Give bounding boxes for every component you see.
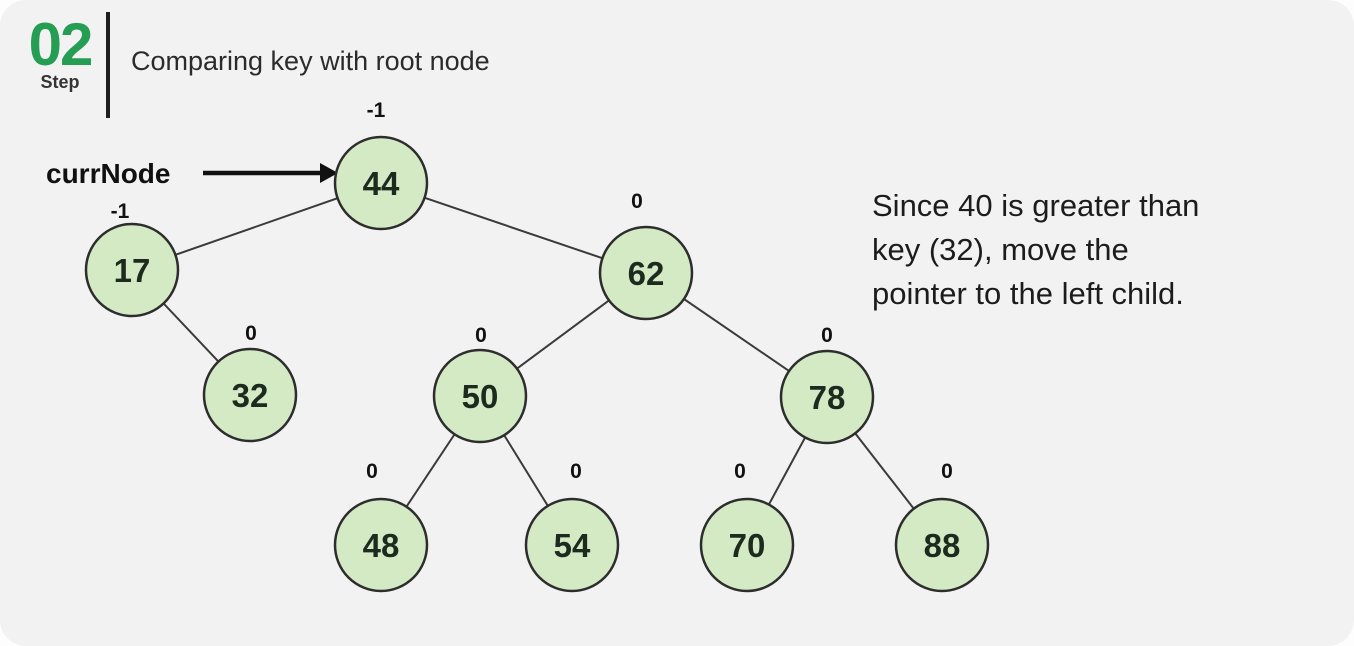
tree-node-value: 48 (363, 527, 400, 564)
tree-node-value: 78 (809, 379, 846, 416)
tree-node-circle (779, 349, 875, 445)
balance-factor-label: 0 (245, 322, 257, 345)
tree-node-value: 44 (363, 165, 400, 202)
tree-node-circle (598, 225, 694, 321)
tree-node-circle (894, 497, 990, 593)
tree-node-value: 70 (729, 527, 766, 564)
tree-node-value: 62 (628, 255, 665, 292)
tree-node-value: 88 (924, 527, 961, 564)
balance-factor-label: 0 (941, 460, 953, 483)
balance-factor-label: 0 (821, 324, 833, 347)
explanation-note: Since 40 is greater than key (32), move … (872, 184, 1199, 316)
balance-factor-label: 0 (631, 190, 643, 213)
tree-node-value: 17 (114, 252, 151, 289)
note-line: Since 40 is greater than (872, 188, 1200, 223)
tree-node-circle (524, 497, 620, 593)
balance-factor-label: -1 (367, 99, 386, 122)
note-line: pointer to the left child. (872, 276, 1184, 311)
header-divider (106, 12, 110, 118)
tree-node-value: 54 (554, 527, 591, 564)
tree-node-circle (699, 497, 795, 593)
tree-node-circle (432, 348, 528, 444)
currnode-arrow-head (320, 163, 338, 183)
step-number: 02 (28, 11, 94, 78)
balance-factor-label: -1 (111, 200, 130, 223)
note-line: key (32), move the (872, 232, 1129, 267)
page-title: Comparing key with root node (131, 46, 490, 76)
tree-node-circle (333, 497, 429, 593)
balance-factor-label: 0 (475, 324, 487, 347)
currnode-pointer-label: currNode (46, 158, 171, 189)
tree-node-circle (333, 135, 429, 231)
balance-factor-label: 0 (570, 460, 582, 483)
tree-node-value: 50 (462, 378, 499, 415)
balance-factor-label: 0 (734, 460, 746, 483)
tree-node-circle (202, 347, 298, 443)
step-badge: 02 Step (20, 11, 100, 93)
step-label: Step (40, 72, 80, 92)
tree-node-circle (84, 222, 180, 318)
balance-factor-label: 0 (366, 460, 378, 483)
tree-node-value: 32 (232, 377, 269, 414)
